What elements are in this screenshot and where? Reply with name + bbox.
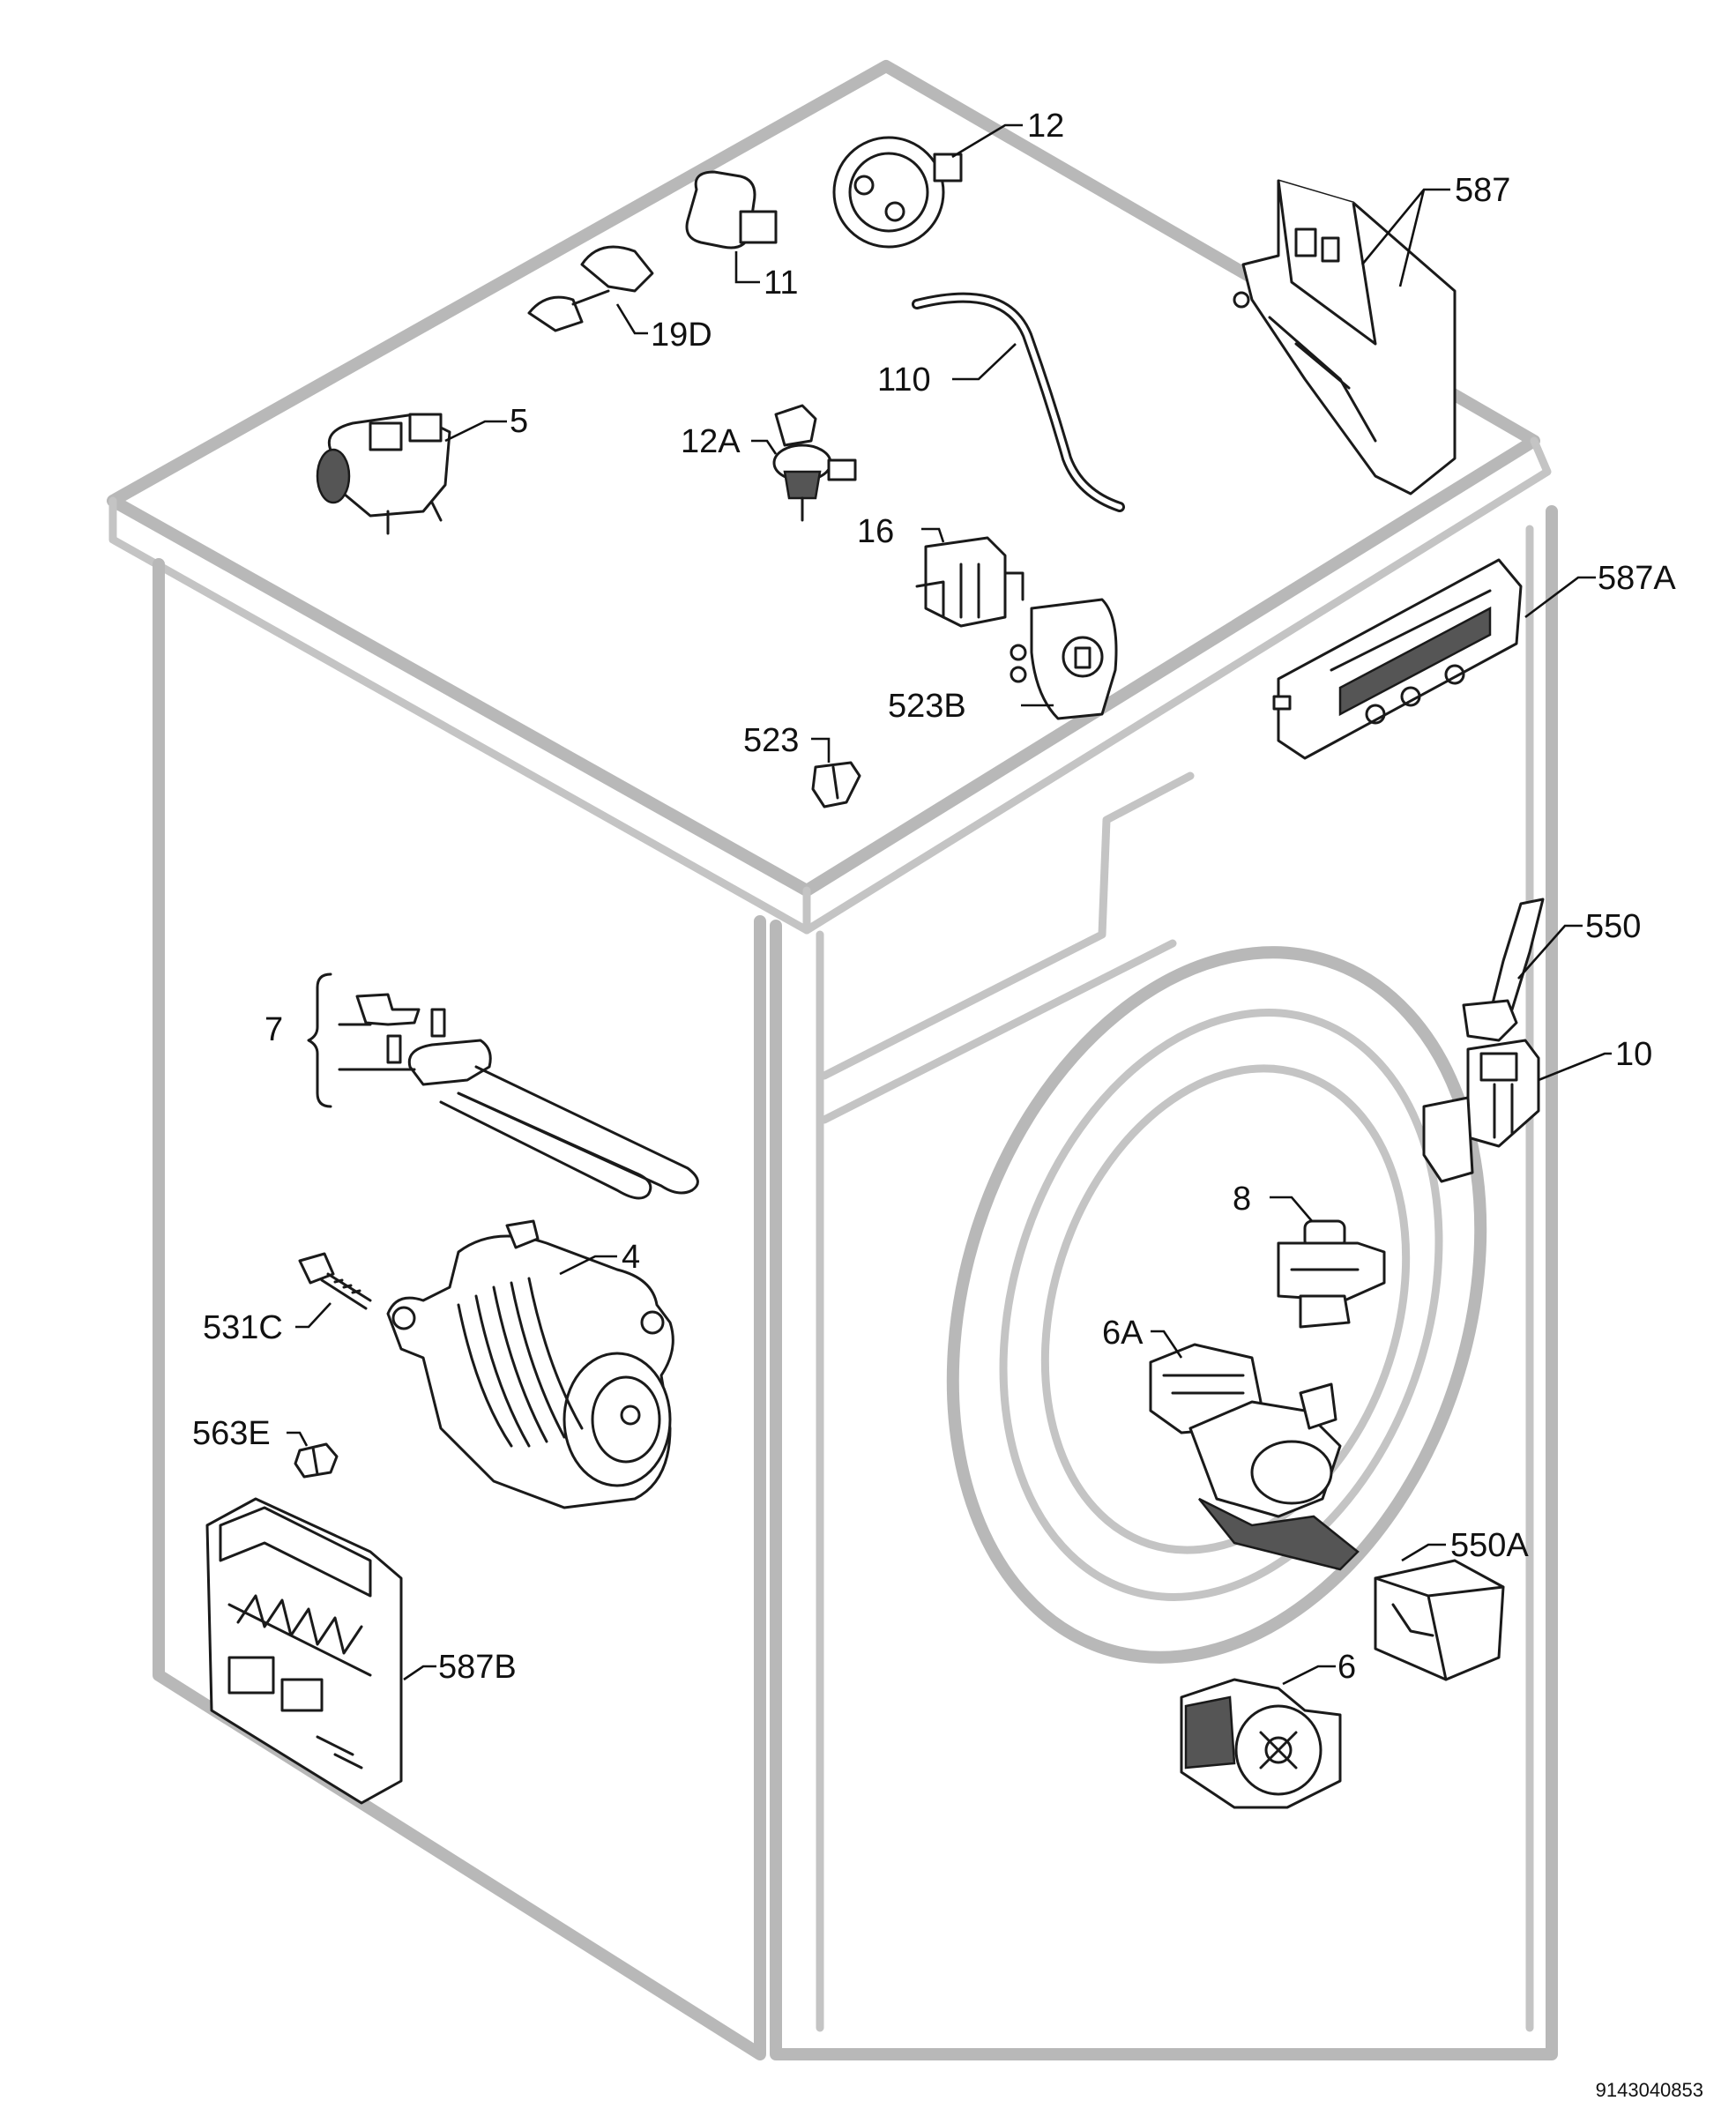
callout-6: 6 (1337, 1649, 1356, 1686)
callout-8: 8 (1233, 1181, 1251, 1218)
part-587A-control-board[interactable] (1272, 558, 1596, 760)
callout-110: 110 (877, 361, 931, 399)
callout-12: 12 (1027, 108, 1064, 145)
part-6A-drain-pump[interactable] (1149, 1330, 1360, 1571)
callout-550: 550 (1585, 908, 1641, 945)
part-531C-bolt[interactable] (295, 1252, 372, 1329)
callout-10: 7 (264, 1011, 283, 1048)
part-7-door-interlock[interactable] (1422, 1039, 1612, 1183)
callout-11: 11 (764, 264, 798, 302)
part-10-heating-element[interactable] (307, 972, 699, 1200)
callout-587: 587 (1455, 172, 1510, 209)
callout-4: 4 (622, 1239, 640, 1276)
part-16-switch[interactable] (915, 527, 1024, 628)
part-4-motor[interactable] (386, 1219, 674, 1509)
part-523-clip[interactable] (811, 737, 861, 808)
callout-587B: 587B (438, 1649, 517, 1686)
callout-523: 523 (743, 722, 799, 759)
part-12-pressure-switch[interactable] (832, 123, 1023, 249)
callout-6A: 6A (1102, 1315, 1144, 1352)
part-550-door-lever[interactable] (1462, 898, 1583, 1042)
part-563E-bracket[interactable] (287, 1431, 339, 1479)
callout-587A: 587A (1598, 560, 1676, 597)
part-587B-module[interactable] (205, 1497, 436, 1805)
cabinet-outline (107, 60, 1558, 2060)
callout-19D: 19D (651, 317, 712, 354)
callout-531C: 531C (203, 1309, 283, 1346)
part-19D-clip[interactable] (527, 245, 654, 335)
callout-7: 10 (1615, 1036, 1652, 1073)
part-523B-knob-housing[interactable] (1010, 598, 1118, 720)
part-11-capacitor[interactable] (685, 170, 778, 284)
callout-550A: 550A (1450, 1527, 1529, 1564)
part-587-electronic-board[interactable] (1233, 179, 1457, 495)
part-550A-cover[interactable] (1374, 1543, 1505, 1681)
document-number: 9143040853 (1596, 2079, 1703, 2101)
callout-12A: 12A (681, 423, 741, 460)
part-12A-pressure-sensor[interactable] (751, 404, 857, 522)
callout-5: 5 (510, 403, 528, 440)
part-8-sensor[interactable] (1270, 1196, 1386, 1329)
callout-16: 16 (857, 513, 894, 550)
part-5-inlet-valve[interactable] (316, 413, 507, 535)
callout-523B: 523B (888, 688, 966, 725)
part-110-hose[interactable] (912, 292, 1125, 512)
callout-563E: 563E (192, 1415, 271, 1452)
part-6-pump-motor[interactable] (1180, 1665, 1342, 1809)
